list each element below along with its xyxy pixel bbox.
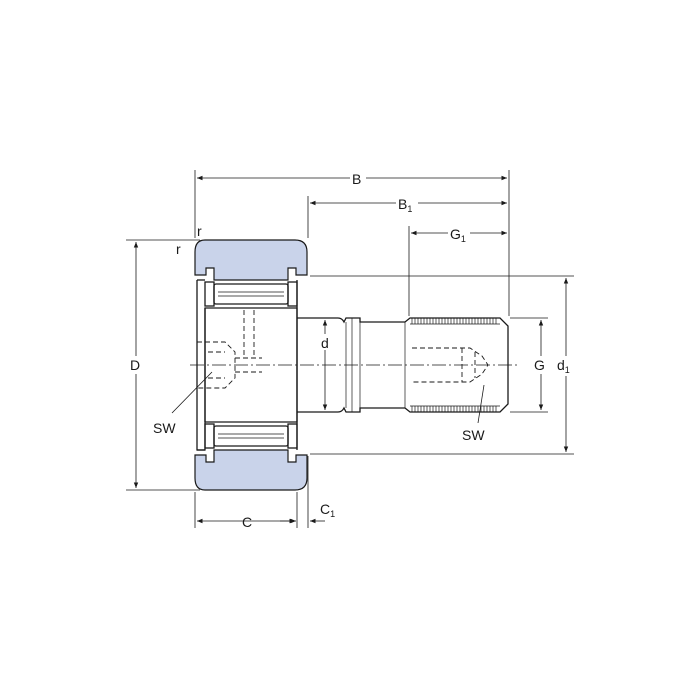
label-SW-left: SW xyxy=(153,420,176,436)
label-d1: d1 xyxy=(557,357,570,375)
label-C1: C1 xyxy=(320,501,335,519)
label-G: G xyxy=(534,357,545,373)
outer-ring-bottom xyxy=(194,449,308,491)
extension-lines xyxy=(126,170,574,528)
label-B: B xyxy=(352,171,361,187)
label-B1: B1 xyxy=(398,196,412,214)
outer-ring xyxy=(194,239,308,491)
label-D: D xyxy=(130,357,140,373)
outer-ring-top xyxy=(194,239,308,281)
leader-SW-right xyxy=(477,384,485,424)
leader-SW-left xyxy=(171,371,213,414)
label-r-side: r xyxy=(176,241,181,257)
roller-bottom xyxy=(213,425,289,447)
label-C: C xyxy=(242,514,252,530)
label-r-top: r xyxy=(197,223,202,239)
label-G1: G1 xyxy=(450,226,466,244)
thread xyxy=(410,318,500,412)
label-d: d xyxy=(321,335,329,351)
labels: B B1 G1 D d G d1 C C1 r r SW SW xyxy=(128,170,576,530)
label-SW-right: SW xyxy=(462,427,485,443)
roller-top xyxy=(213,283,289,305)
